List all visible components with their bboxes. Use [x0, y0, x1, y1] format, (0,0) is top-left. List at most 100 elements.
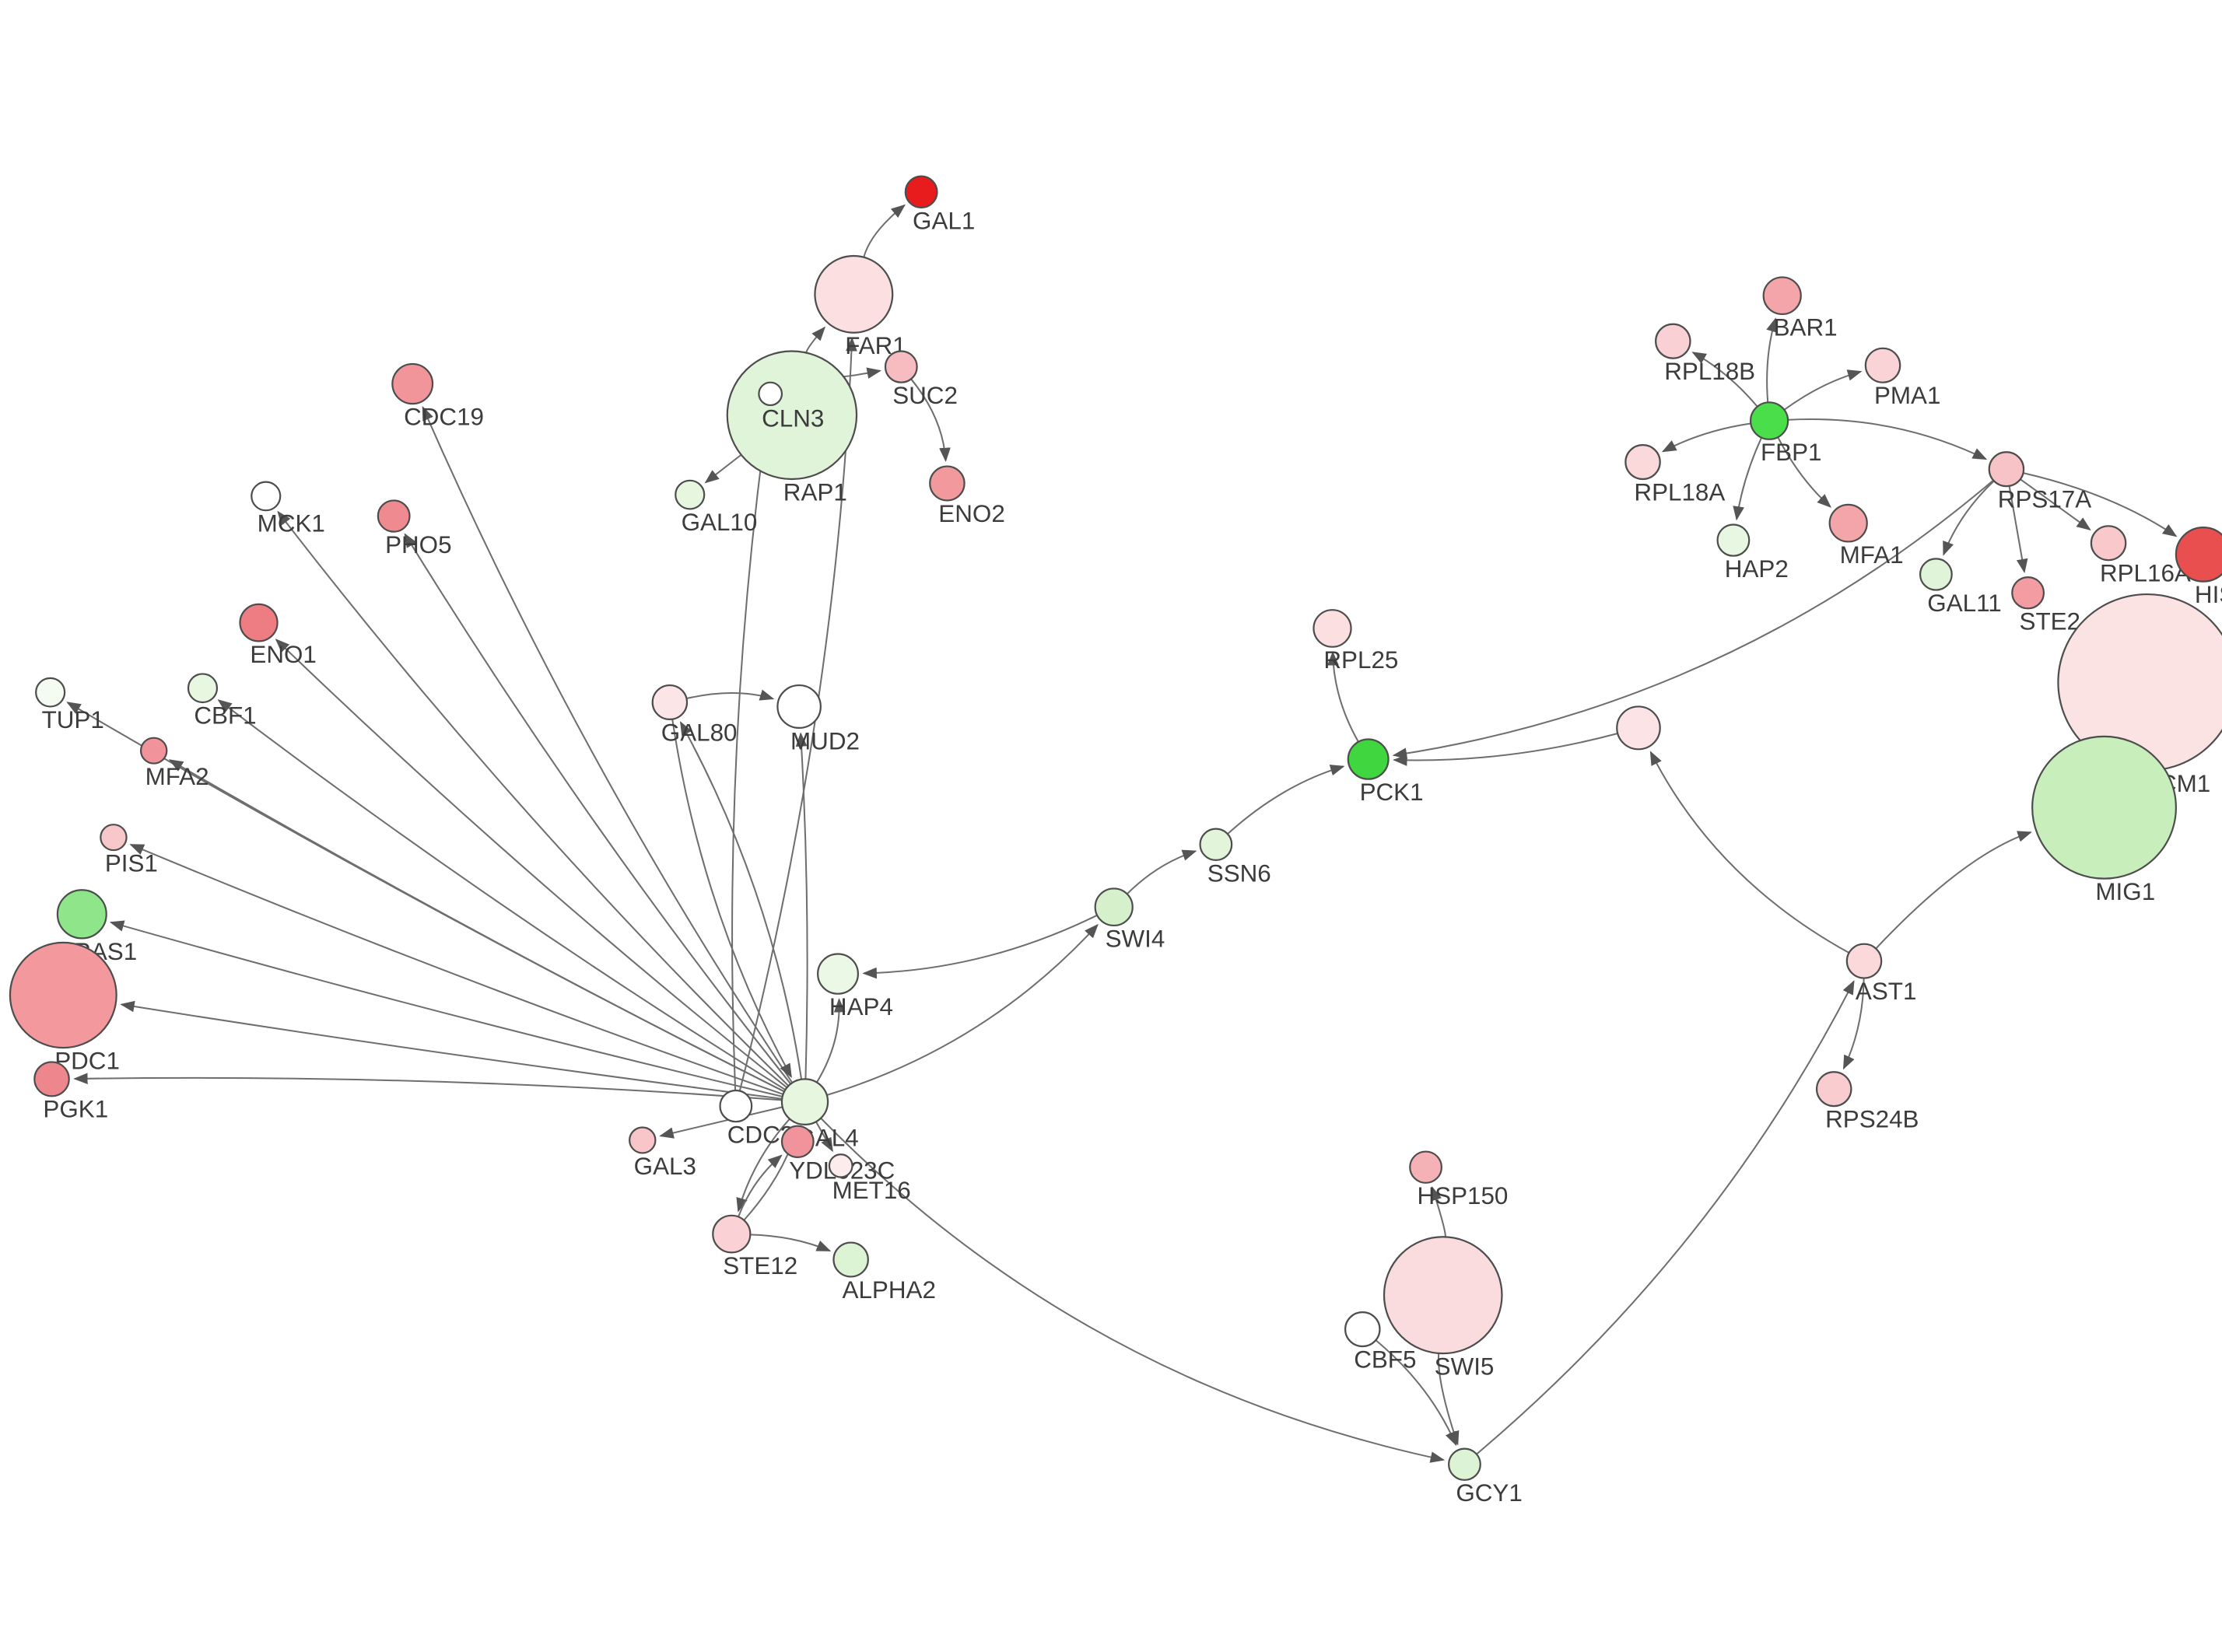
- edge-GAL80-GAL4[interactable]: [671, 719, 792, 1079]
- edge-FBP1-BAR1[interactable]: [1766, 317, 1778, 403]
- edge-GAL4-SWI4[interactable]: [826, 923, 1099, 1096]
- edge-RAP1-FAR1[interactable]: [805, 326, 826, 353]
- edge-RPS17A-PCK1[interactable]: [1392, 479, 1994, 759]
- edge-FBP1-RPS17A[interactable]: [1788, 418, 1988, 460]
- node-RPS17A[interactable]: [1988, 451, 2025, 488]
- node-RPL16A[interactable]: [2090, 525, 2127, 562]
- edge-FBP1-MFA1[interactable]: [1777, 436, 1831, 508]
- edge-RPS17A-GAL11[interactable]: [1943, 480, 1995, 556]
- node-RPL25[interactable]: [1313, 609, 1352, 648]
- node-SWI5[interactable]: [1383, 1236, 1503, 1355]
- edge-AST1-RPS24B[interactable]: [1842, 978, 1865, 1070]
- edge-SUC2-ENO2[interactable]: [910, 378, 951, 463]
- node-PMA1[interactable]: [1864, 347, 1901, 383]
- node-CLN3[interactable]: [758, 381, 783, 407]
- edge-GAL4-MCK1[interactable]: [277, 510, 790, 1087]
- node-MET16[interactable]: [828, 1153, 853, 1178]
- edge-STE12-ALPHA2[interactable]: [750, 1234, 832, 1252]
- node-RAP1[interactable]: [726, 350, 858, 481]
- node-CBF5[interactable]: [1344, 1311, 1381, 1348]
- node-GCY1[interactable]: [1448, 1447, 1481, 1481]
- node-GAL80[interactable]: [651, 684, 689, 721]
- edge-GAL4-GAL80[interactable]: [680, 721, 803, 1080]
- edge-FBP1-RPL18B[interactable]: [1691, 352, 1758, 408]
- node-AST1[interactable]: [1845, 943, 1883, 979]
- edge-GAL4-PHO5[interactable]: [404, 533, 792, 1085]
- node-RPS24B[interactable]: [1815, 1071, 1852, 1108]
- edge-CDC28-CLN3[interactable]: [731, 409, 773, 1091]
- node-SWI4[interactable]: [1094, 887, 1134, 927]
- node-RPL18A[interactable]: [1624, 444, 1661, 481]
- edge-GAL4-MUD2[interactable]: [795, 732, 808, 1080]
- node-FAR1[interactable]: [814, 254, 894, 334]
- node-CBF1[interactable]: [187, 673, 219, 704]
- edge-RAP1-GAL10[interactable]: [704, 453, 742, 484]
- node-TUP1[interactable]: [35, 677, 66, 708]
- edge-FAR1-GAL1[interactable]: [863, 204, 906, 257]
- edge-AST1-UNNAMED[interactable]: [1649, 751, 1850, 954]
- edge-GAL4-RAS1[interactable]: [109, 920, 783, 1097]
- edge-GAL4-PIS1[interactable]: [129, 844, 783, 1095]
- edge-SSN6-PCK1[interactable]: [1227, 765, 1345, 835]
- node-CDC19[interactable]: [391, 362, 434, 405]
- node-STE12[interactable]: [712, 1214, 752, 1254]
- node-GAL1[interactable]: [904, 175, 938, 208]
- node-PGK1[interactable]: [33, 1061, 70, 1097]
- edge-GAL4-MFA2[interactable]: [168, 759, 785, 1093]
- node-MFA2[interactable]: [139, 737, 168, 765]
- node-MIG1[interactable]: [2031, 735, 2177, 880]
- node-PHO5[interactable]: [377, 499, 411, 533]
- node-MCK1[interactable]: [251, 481, 282, 512]
- node-MUD2[interactable]: [776, 684, 822, 729]
- edge-GAL4-CBF1[interactable]: [217, 699, 786, 1090]
- node-ENO2[interactable]: [929, 465, 966, 502]
- edge-RPS17A-STE2[interactable]: [2008, 485, 2028, 573]
- edge-GAL4-PDC1[interactable]: [120, 1000, 783, 1100]
- node-HIS4[interactable]: [2175, 527, 2222, 583]
- node-BAR1[interactable]: [1762, 276, 1802, 316]
- node-UNNAMED[interactable]: [1616, 705, 1661, 751]
- node-ENO1[interactable]: [239, 603, 279, 642]
- edge-RAP1-SUC2[interactable]: [842, 367, 881, 379]
- node-PDC1[interactable]: [9, 941, 117, 1049]
- edge-SWI4-SSN6[interactable]: [1126, 849, 1197, 895]
- node-GAL10[interactable]: [675, 479, 706, 510]
- node-FBP1[interactable]: [1749, 401, 1789, 440]
- node-SSN6[interactable]: [1199, 828, 1233, 861]
- edge-PCK1-RPL25[interactable]: [1327, 651, 1359, 743]
- edge-GAL4-ENO1[interactable]: [275, 639, 788, 1089]
- node-CDC28[interactable]: [719, 1089, 753, 1123]
- edge-UNNAMED-PCK1[interactable]: [1393, 733, 1618, 766]
- node-SUC2[interactable]: [884, 350, 918, 383]
- edge-SWI5-HSP150[interactable]: [1430, 1186, 1446, 1237]
- edge-GAL4-CDC19[interactable]: [422, 406, 794, 1083]
- node-MFA1[interactable]: [1828, 503, 1868, 543]
- edge-GAL4-PGK1[interactable]: [73, 1073, 783, 1101]
- node-GAL11[interactable]: [1919, 558, 1953, 591]
- node-YDL023C[interactable]: [780, 1125, 815, 1158]
- edge-GAL4-HAP4[interactable]: [815, 998, 846, 1083]
- edge-GAL80-MUD2[interactable]: [686, 689, 775, 701]
- node-HAP4[interactable]: [817, 953, 859, 995]
- node-GAL3[interactable]: [629, 1126, 657, 1154]
- edge-SWI4-HAP4[interactable]: [862, 914, 1098, 979]
- edge-RPS17A-RPL16A[interactable]: [2020, 478, 2091, 530]
- edge-GCY1-AST1[interactable]: [1476, 980, 1855, 1455]
- edge-GAL4-TUP1[interactable]: [66, 702, 785, 1093]
- node-ALPHA2[interactable]: [832, 1241, 869, 1278]
- edge-RPS17A-HIS4[interactable]: [2023, 472, 2178, 537]
- node-HSP150[interactable]: [1409, 1150, 1442, 1184]
- edge-FBP1-PMA1[interactable]: [1783, 369, 1863, 411]
- node-PIS1[interactable]: [100, 824, 128, 852]
- node-RPL18B[interactable]: [1655, 323, 1691, 359]
- edge-AST1-MIG1[interactable]: [1875, 831, 2032, 950]
- edge-GAL4-MET16[interactable]: [815, 1121, 833, 1153]
- node-RAS1[interactable]: [56, 889, 107, 940]
- edge-FBP1-HAP2[interactable]: [1733, 437, 1763, 521]
- edge-CBF5-GCY1[interactable]: [1375, 1339, 1457, 1447]
- edge-STE12-YDL023C[interactable]: [738, 1154, 783, 1217]
- node-GAL4[interactable]: [780, 1078, 829, 1125]
- edge-FBP1-RPL18A[interactable]: [1661, 422, 1751, 453]
- node-STE2[interactable]: [2011, 576, 2045, 610]
- node-PCK1[interactable]: [1347, 738, 1390, 780]
